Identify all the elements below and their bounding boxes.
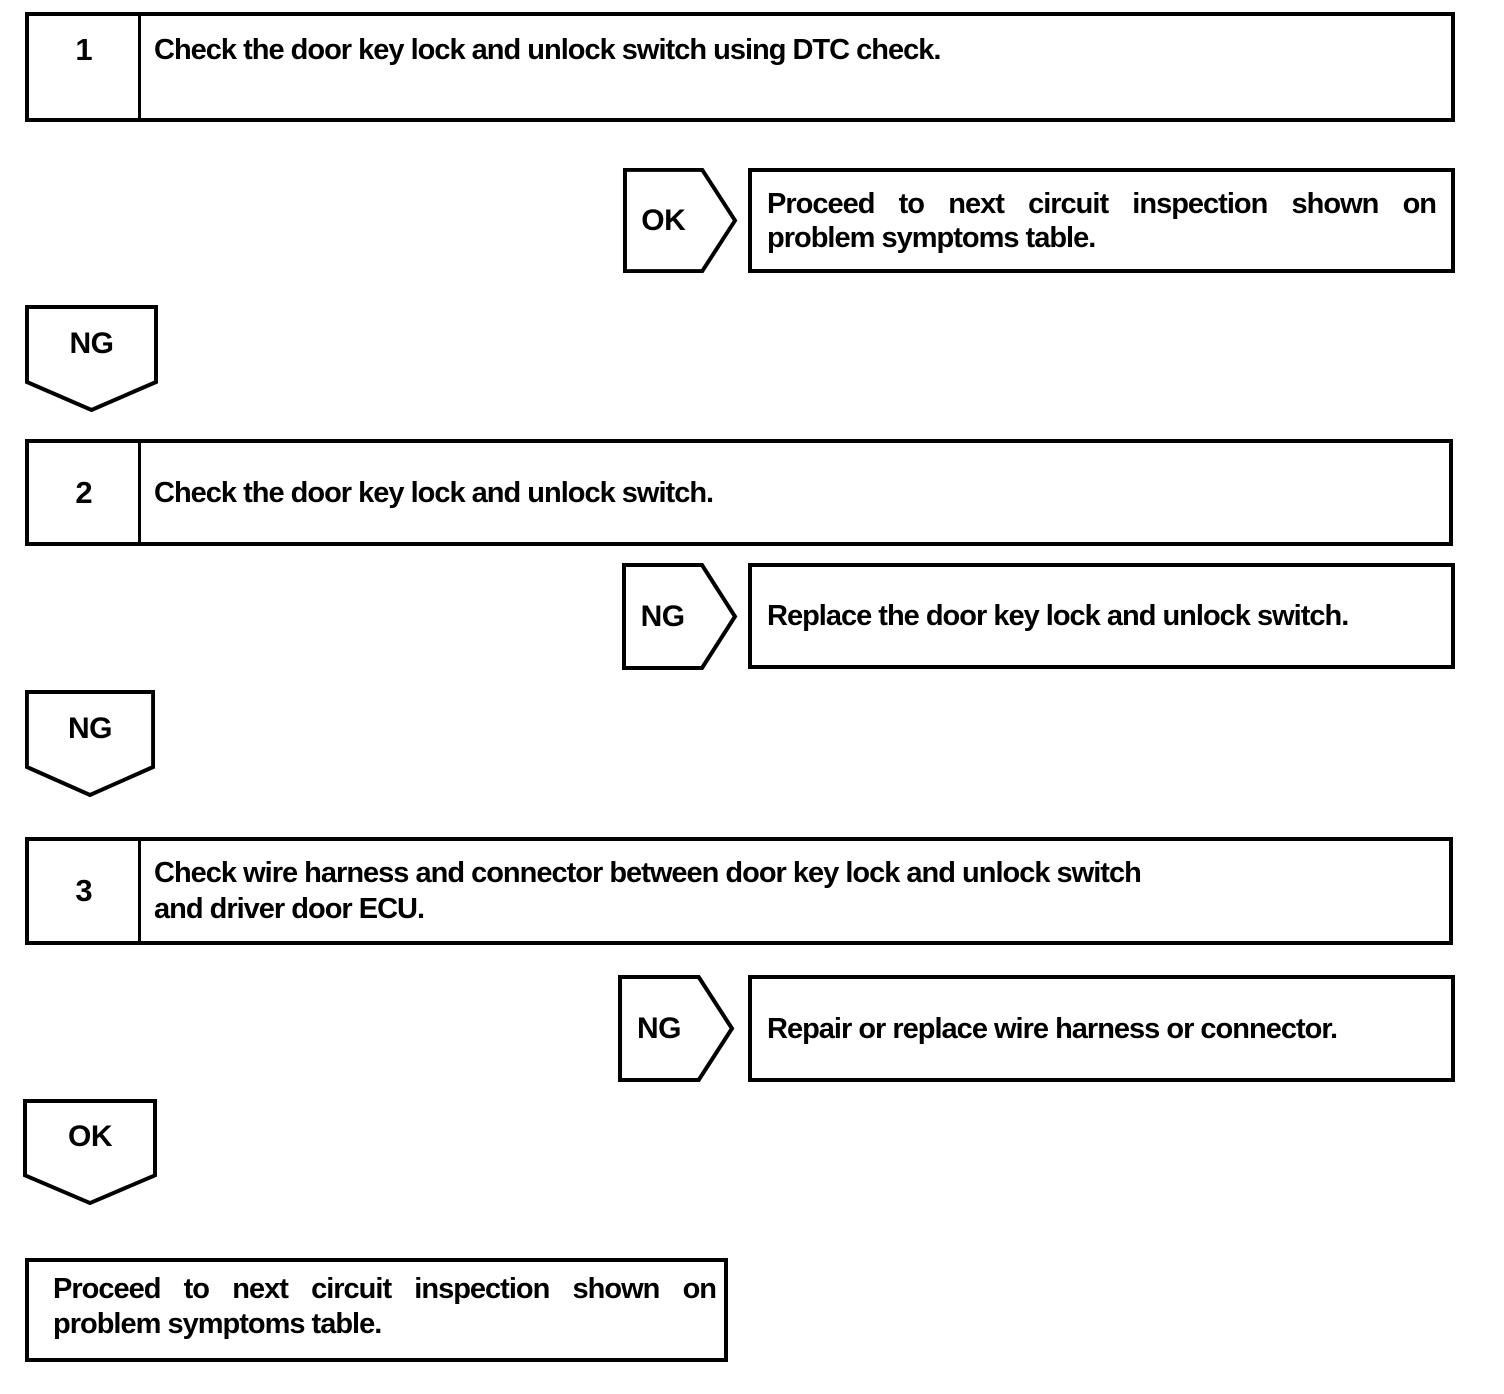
step-number-cell: 1 xyxy=(29,16,141,118)
result-text: Repair or replace wire harness or connec… xyxy=(767,1012,1338,1045)
result-box-3: Repair or replace wire harness or connec… xyxy=(748,975,1455,1082)
step-number-cell: 2 xyxy=(29,443,141,542)
connector-label: NG xyxy=(68,711,113,745)
step-title-line-2: and driver door ECU. xyxy=(154,893,425,925)
arrow-label: OK xyxy=(641,203,686,237)
result-text-line-1: Proceed to next circuit inspection shown… xyxy=(767,187,1437,220)
result-box-2: Replace the door key lock and unlock swi… xyxy=(748,563,1455,669)
step-title-area: Check the door key lock and unlock switc… xyxy=(141,443,1449,542)
connector-ng-1: NG xyxy=(25,305,158,412)
end-text-line-2: problem symptoms table. xyxy=(53,1308,382,1340)
step-title-line-1: Check wire harness and connector between… xyxy=(154,857,1142,889)
down-arrow-pentagon-icon xyxy=(25,690,155,797)
down-arrow-pentagon-icon xyxy=(25,305,158,412)
end-text-line-1: Proceed to next circuit inspection shown… xyxy=(53,1273,717,1305)
connector-ng-2: NG xyxy=(25,690,155,797)
result-text-line-2: problem symptoms table. xyxy=(767,221,1096,254)
step-title-area: Check wire harness and connector between… xyxy=(141,841,1449,941)
branch-arrow-ng-2: NG xyxy=(618,975,735,1082)
right-arrow-pentagon-icon xyxy=(618,975,735,1082)
step-title-area: Check the door key lock and unlock switc… xyxy=(141,16,1451,118)
connector-label: NG xyxy=(69,326,115,360)
result-text: Replace the door key lock and unlock swi… xyxy=(767,600,1349,632)
end-box: Proceed to next circuit inspection shown… xyxy=(25,1258,728,1362)
connector-label: OK xyxy=(68,1120,113,1154)
branch-arrow-ok: OK xyxy=(623,168,738,273)
step-title: Check the door key lock and unlock switc… xyxy=(154,476,714,509)
arrow-label: NG xyxy=(640,599,686,633)
connector-ok: OK xyxy=(23,1099,157,1205)
result-box-1: Proceed to next circuit inspection shown… xyxy=(748,168,1455,273)
step-number-cell: 3 xyxy=(29,841,141,941)
step-number: 2 xyxy=(75,474,92,510)
step-title: Check the door key lock and unlock switc… xyxy=(154,34,941,66)
down-arrow-pentagon-icon xyxy=(23,1099,157,1205)
step-box-3: 3 Check wire harness and connector betwe… xyxy=(25,837,1453,945)
right-arrow-pentagon-icon xyxy=(623,168,738,273)
step-box-1: 1 Check the door key lock and unlock swi… xyxy=(25,12,1455,122)
step-number: 3 xyxy=(75,873,92,908)
step-number: 1 xyxy=(75,32,92,67)
step-box-2: 2 Check the door key lock and unlock swi… xyxy=(25,439,1453,546)
right-arrow-pentagon-icon xyxy=(622,563,738,670)
branch-arrow-ng-1: NG xyxy=(622,563,738,670)
arrow-label: NG xyxy=(636,1011,681,1045)
